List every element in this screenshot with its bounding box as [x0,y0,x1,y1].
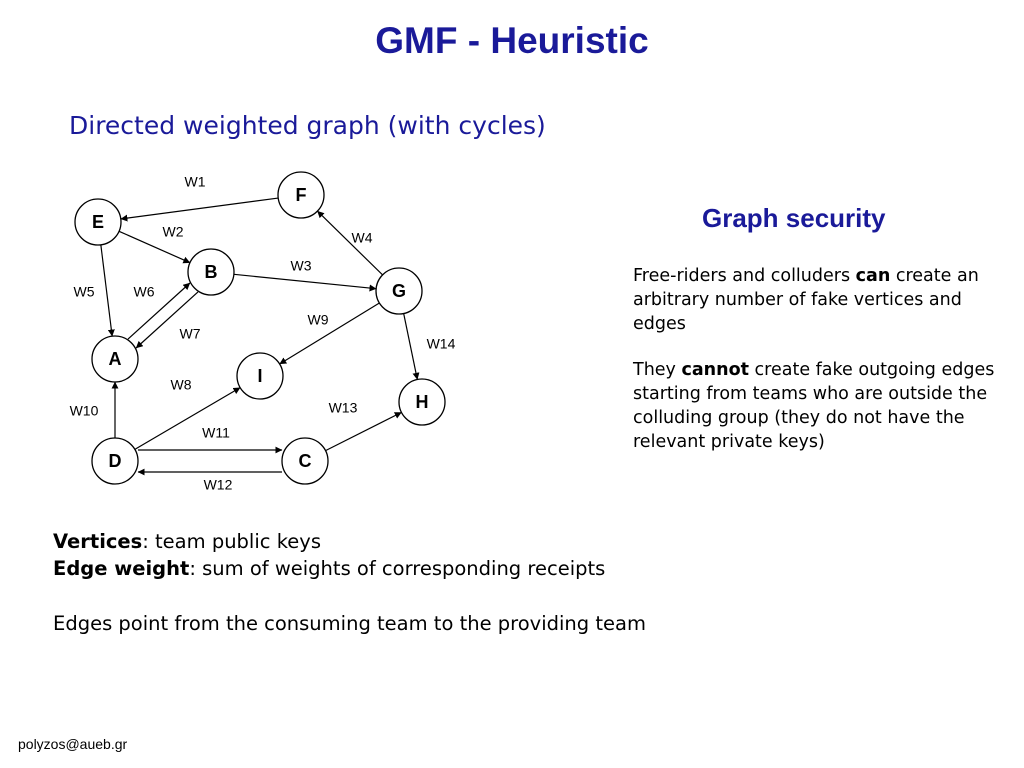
edge-weight-label: W11 [202,425,230,441]
vertex-b: B [187,248,235,296]
edge-arrow [127,282,191,340]
graph-security-title: Graph security [702,203,886,233]
vertex-circle [236,352,284,400]
vertex-c: C [281,437,329,485]
vertex-f: F [277,171,325,219]
edge-weight-label: W3 [291,258,312,274]
vertex-circle [375,267,423,315]
vertex-circle [398,378,446,426]
vertex-circle [74,198,122,246]
edge-weight-label: W6 [134,284,155,300]
vertex-label: G [392,281,406,301]
edge-direction-note: Edges point from the consuming team to t… [53,612,646,635]
edge-arrow [403,313,420,380]
edge-arrow [279,302,380,365]
definitions-block: Vertices: team public keys Edge weight: … [53,528,646,637]
edge-arrow [120,197,279,222]
edge-arrow [233,273,377,292]
vertex-g: G [375,267,423,315]
vertex-label: C [299,451,312,471]
security-paragraph-cannot: They cannot create fake outgoing edges s… [633,360,995,452]
vertex-circle [91,335,139,383]
edge-g-to-f [317,210,383,276]
vertex-i: I [236,352,284,400]
edge-a-to-b [127,282,191,340]
edge-weight-label: W5 [74,284,95,300]
edge-arrow [325,411,402,452]
vertex-label: D [109,451,122,471]
vertices-definition: Vertices: team public keys [53,530,321,553]
edge-weight-label: W2 [163,224,184,240]
vertex-label: H [416,392,429,412]
slide-title: GMF - Heuristic [375,20,649,61]
edge-arrow [135,291,199,349]
edge-arrow [134,387,241,450]
slide-subtitle: Directed weighted graph (with cycles) [69,111,546,140]
edge-d-to-i [134,387,241,450]
vertex-circle [91,437,139,485]
edge-b-to-g [233,273,377,292]
edge-weight-label: W13 [329,400,358,416]
edge-weight-label: W7 [180,326,201,342]
vertex-e: E [74,198,122,246]
vertex-a: A [91,335,139,383]
edge-e-to-b [118,230,191,264]
edge-arrow [317,210,383,276]
edge-e-to-a [100,244,115,337]
edge-weight-label: W12 [204,477,233,493]
edge-g-to-i [279,302,380,365]
edge-weight-label: W1 [185,174,206,190]
edge-g-to-h [403,313,420,380]
edge-arrow [100,244,115,337]
edge-weight-label: W4 [352,230,373,246]
edge-f-to-e [120,197,279,222]
vertex-circle [277,171,325,219]
vertex-d: D [91,437,139,485]
edge-weight-label: W8 [171,377,192,393]
vertex-label: B [205,262,218,282]
edge-weight-definition: Edge weight: sum of weights of correspon… [53,557,606,580]
vertex-label: A [109,349,122,369]
vertex-label: E [92,212,104,232]
edge-c-to-h [325,411,402,452]
edge-weight-label: W10 [70,403,99,419]
vertex-label: I [257,366,262,386]
vertex-label: F [296,185,307,205]
security-paragraph-can: Free-riders and colluders can create an … [633,266,979,334]
edge-weight-label: W9 [308,312,329,328]
edge-weight-label: W14 [427,336,456,352]
vertex-circle [187,248,235,296]
vertex-h: H [398,378,446,426]
footer-email: polyzos@aueb.gr [18,736,128,752]
edge-arrow [118,230,191,264]
edge-b-to-a [135,291,199,349]
vertex-circle [281,437,329,485]
